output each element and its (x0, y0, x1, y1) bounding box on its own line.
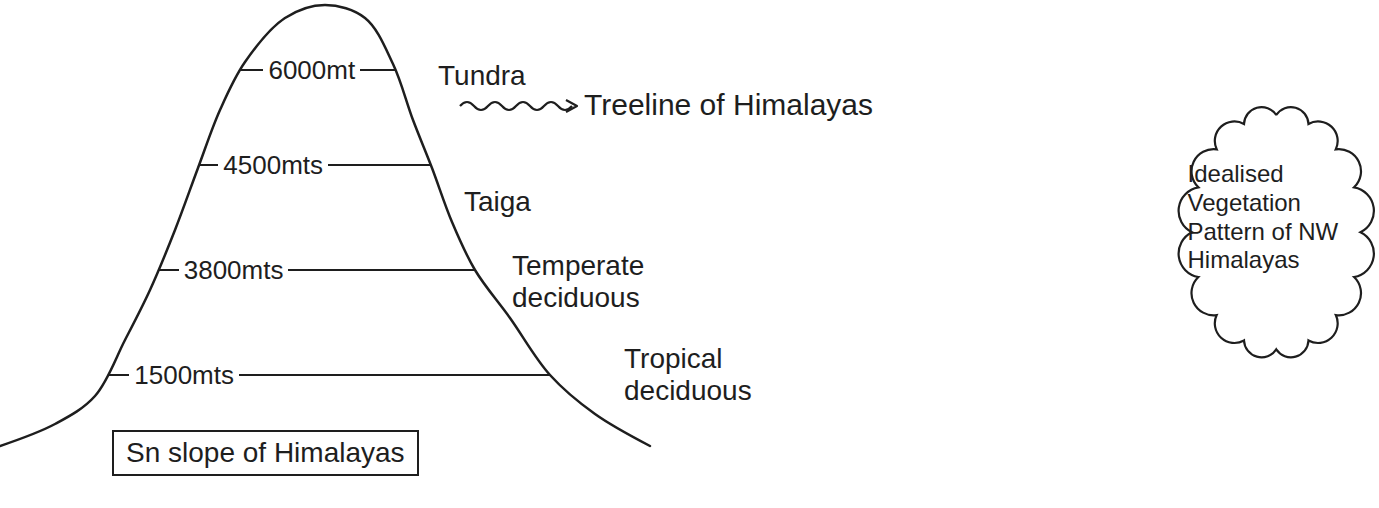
zone-label: Tropical deciduous (624, 343, 799, 407)
caption-box: Sn slope of Himalayas (112, 430, 419, 476)
altitude-label: 3800mts (179, 256, 289, 285)
altitude-label: 6000mt (263, 56, 360, 85)
cloud-text: Idealised Vegetation Pattern of NW Himal… (1188, 160, 1364, 275)
wavy-leader (460, 102, 572, 110)
zone-label: Treeline of Himalayas (584, 88, 873, 123)
altitude-lines (109, 70, 550, 375)
altitude-label: 1500mts (129, 361, 239, 390)
mountain-outline (0, 5, 650, 446)
altitude-label: 4500mts (218, 151, 328, 180)
cloud-path (1178, 107, 1373, 357)
title-cloud: Idealised Vegetation Pattern of NW Himal… (1188, 111, 1364, 353)
zone-label: Tundra (438, 60, 526, 92)
box-text: Sn slope of Himalayas (126, 436, 405, 470)
arrow-head (566, 100, 577, 112)
zone-label: Taiga (464, 186, 531, 218)
zone-label: Temperate deciduous (512, 250, 682, 314)
